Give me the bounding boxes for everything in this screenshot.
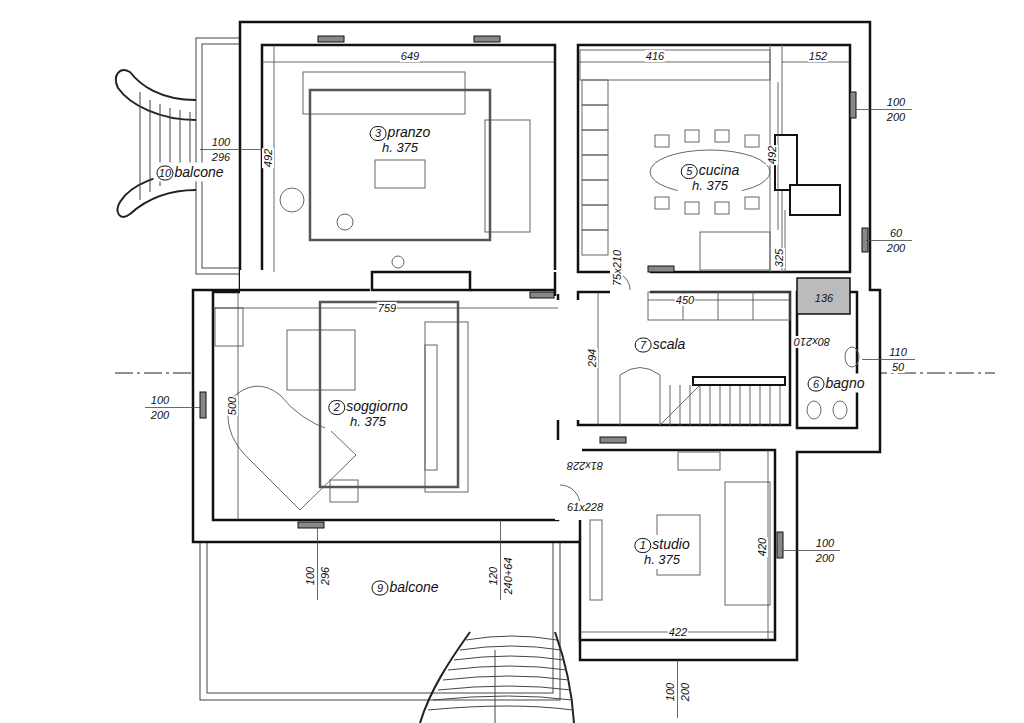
room-name: bagno bbox=[826, 375, 865, 391]
room-name: scala bbox=[653, 336, 686, 352]
room-height: h. 375 bbox=[370, 141, 431, 156]
room-label: 10balcone bbox=[153, 163, 226, 182]
dimension-label: 100 bbox=[664, 682, 676, 702]
dimension-label: 100 bbox=[211, 136, 231, 148]
room-title: 9balcone bbox=[371, 579, 438, 596]
dimension-label: 450 bbox=[675, 294, 695, 306]
dimension-label: 296 bbox=[319, 566, 331, 586]
dimension-label: 200 bbox=[150, 409, 170, 421]
room-title: 3pranzo bbox=[370, 124, 431, 141]
dimension-label: 60 bbox=[889, 227, 903, 239]
room-name: balcone bbox=[174, 164, 223, 180]
dimension-label: 136 bbox=[814, 292, 834, 304]
dimension-label: 50 bbox=[891, 361, 905, 373]
dimension-label: 100 bbox=[886, 96, 906, 108]
dimension-label: 420 bbox=[756, 537, 768, 557]
dimension-label: 200 bbox=[679, 682, 691, 702]
callout-number: 10 bbox=[156, 166, 173, 181]
dimension-label: 152 bbox=[808, 50, 828, 62]
callout-number: 1 bbox=[634, 538, 651, 553]
dimension-label: 492 bbox=[262, 148, 274, 168]
dimension-label: 100 bbox=[815, 537, 835, 549]
room-name: soggiorno bbox=[346, 398, 408, 414]
room-title: 5cucina bbox=[681, 162, 739, 179]
dimension-label: 759 bbox=[377, 302, 397, 314]
room-title: 7scala bbox=[635, 336, 686, 353]
room-title: 2soggiorno bbox=[328, 398, 408, 415]
dimension-label: 649 bbox=[400, 50, 420, 62]
room-title: 6bagno bbox=[808, 375, 865, 392]
dimension-label: 110 bbox=[888, 346, 908, 358]
dimension-label: 120 bbox=[487, 566, 499, 586]
room-label: 2soggiornoh. 375 bbox=[325, 397, 411, 431]
room-height: h. 375 bbox=[681, 179, 739, 194]
callout-number: 9 bbox=[371, 581, 388, 596]
room-height: h. 375 bbox=[634, 553, 689, 568]
room-label: 1studioh. 375 bbox=[631, 535, 692, 569]
dimension-label: 296 bbox=[211, 151, 231, 163]
callout-number: 2 bbox=[328, 400, 345, 415]
room-name: studio bbox=[652, 536, 689, 552]
room-name: balcone bbox=[389, 579, 438, 595]
room-name: pranzo bbox=[388, 124, 431, 140]
dimension-label: 200 bbox=[886, 242, 906, 254]
room-label: 9balcone bbox=[368, 578, 441, 597]
room-height: h. 375 bbox=[328, 415, 408, 430]
room-name: cucina bbox=[699, 162, 739, 178]
dimension-label: 325 bbox=[773, 248, 785, 268]
room-label: 6bagno bbox=[805, 374, 868, 393]
room-label: 7scala bbox=[632, 335, 689, 354]
room-title: 1studio bbox=[634, 536, 689, 553]
dimension-label: 75x210 bbox=[611, 249, 623, 287]
dimension-label: 422 bbox=[668, 626, 688, 638]
room-label: 5cucinah. 375 bbox=[678, 161, 742, 195]
dimension-label: 200 bbox=[886, 111, 906, 123]
dimension-label: 100 bbox=[304, 566, 316, 586]
dimension-label: 492 bbox=[766, 145, 778, 165]
dimension-label: 61x228 bbox=[566, 501, 604, 513]
dimension-label: 294 bbox=[586, 348, 598, 368]
dimension-label: 100 bbox=[150, 394, 170, 406]
room-label: 3pranzoh. 375 bbox=[367, 123, 434, 157]
callout-number: 5 bbox=[681, 164, 698, 179]
callout-number: 6 bbox=[808, 377, 825, 392]
dimension-label: 416 bbox=[645, 50, 665, 62]
dimension-label: 200 bbox=[815, 552, 835, 564]
dimension-label: 81x228 bbox=[566, 460, 604, 472]
dimension-label: 240+64 bbox=[502, 556, 514, 595]
dimension-label: 80x210 bbox=[793, 336, 831, 348]
callout-number: 3 bbox=[370, 126, 387, 141]
callout-number: 7 bbox=[635, 338, 652, 353]
room-title: 10balcone bbox=[156, 164, 223, 181]
dimension-label: 500 bbox=[226, 396, 238, 416]
